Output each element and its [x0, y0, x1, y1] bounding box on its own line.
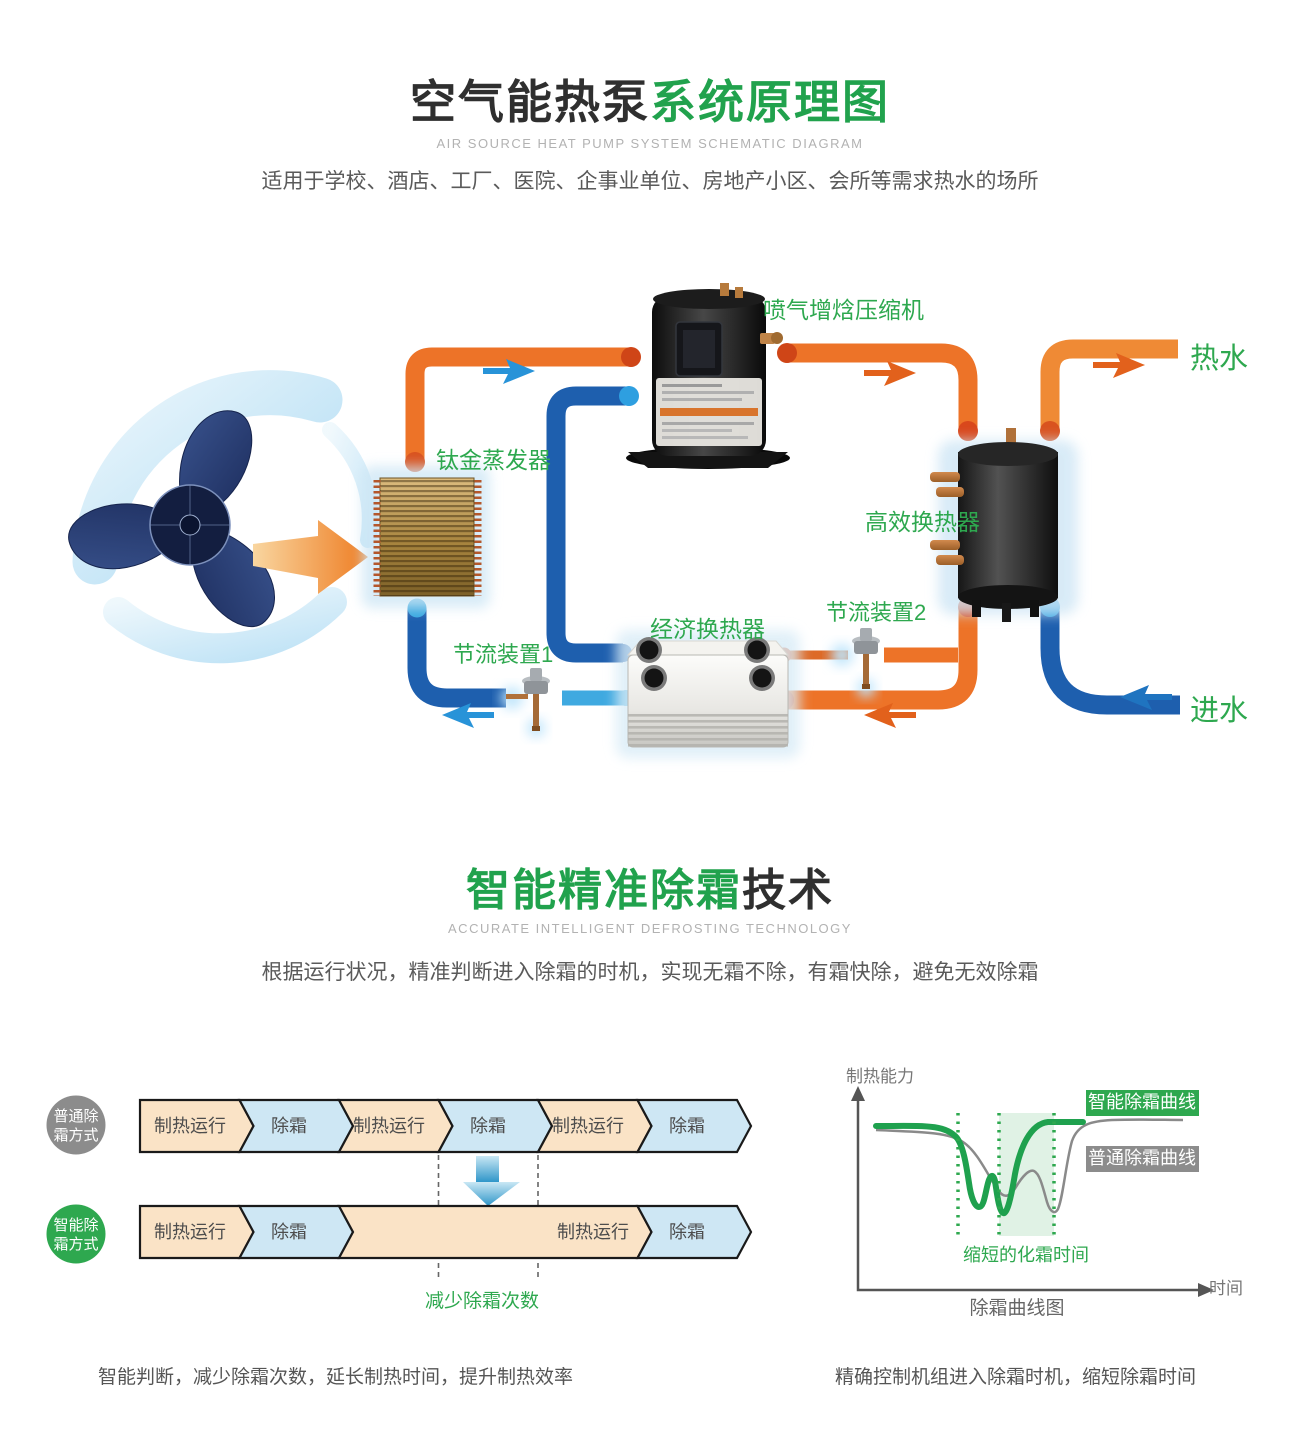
flow-arrow-right-icon — [864, 361, 916, 386]
timeline-segment-label: 除霜 — [470, 1116, 506, 1136]
timeline-segment-label: 制热运行 — [154, 1222, 226, 1242]
legend-normal-label: 普通除霜曲线 — [1088, 1148, 1196, 1168]
defrost-curve-chart: 智能除霜曲线 普通除霜曲线 制热能力 时间 缩短的化霜时间 除霜曲线图 — [846, 1067, 1243, 1319]
legend-smart-badge — [1086, 1090, 1199, 1116]
timeline-segment-label: 除霜 — [669, 1222, 705, 1242]
shortened-defrost-label: 缩短的化霜时间 — [963, 1245, 1089, 1265]
timeline-segment-label: 除霜 — [669, 1116, 705, 1136]
compressor — [626, 283, 790, 469]
pipe-waterinlet-to-tank — [1040, 607, 1180, 715]
economizer-ports — [636, 637, 775, 691]
flow-arrows — [442, 353, 1172, 728]
section1-subtitle: AIR SOURCE HEAT PUMP SYSTEM SCHEMATIC DI… — [436, 136, 864, 151]
down-arrow-icon — [463, 1156, 520, 1206]
smart-badge-line1: 智能除 — [53, 1216, 98, 1234]
economizer-exchanger — [616, 630, 800, 758]
smart-badge-line2: 霜方式 — [53, 1236, 98, 1253]
section2-title: 智能精准除霜技术 — [0, 854, 1300, 918]
economizer-label: 经济换热器 — [650, 616, 765, 642]
compressor-label: 喷气增焓压缩机 — [763, 297, 924, 323]
legend-normal-badge — [1086, 1146, 1199, 1172]
section2-description: 根据运行状况，精准判断进入除霜的时机，实现无霜不除，有霜快除，避免无效除霜 — [261, 961, 1039, 984]
timeline-segment-label: 制热运行 — [353, 1116, 425, 1136]
legend-smart-label: 智能除霜曲线 — [1088, 1092, 1196, 1112]
pipe-evaporator-to-compressor — [405, 347, 631, 462]
throttle1-label: 节流装置1 — [453, 642, 554, 667]
smart-defrost-badge — [46, 1204, 106, 1264]
fan-icon — [68, 370, 378, 664]
pipe-evaporator-to-throttle1 — [407, 608, 506, 708]
chart-axes — [856, 1098, 1202, 1292]
section1-title-black: 空气能热泵 — [410, 76, 650, 128]
pipe-economizer-to-compressor — [546, 386, 629, 663]
section2-title-black: 技术 — [742, 866, 834, 915]
normal-badge-line1: 普通除 — [53, 1108, 98, 1125]
defrost-timeline: 普通除 霜方式 制热运行 除霜 制热运行 除霜 制热运行 除霜 智能除 — [46, 1095, 753, 1312]
normal-defrost-curve — [875, 1118, 1184, 1214]
flow-arrow-left-icon — [864, 703, 916, 728]
water-inlet-label: 进水 — [1190, 695, 1249, 727]
pipe-tank-to-economizer — [784, 607, 978, 710]
x-axis-arrow-icon — [1198, 1283, 1214, 1297]
defrost-markers — [956, 1113, 1056, 1236]
airflow-arrow-icon — [253, 520, 368, 594]
section2-title-green: 智能精准除霜 — [466, 866, 742, 915]
y-axis-arrow-icon — [851, 1086, 865, 1101]
x-axis-label: 时间 — [1209, 1279, 1243, 1298]
evaporator-label: 钛金蒸发器 — [436, 447, 551, 473]
section1-title-green: 系统原理图 — [650, 76, 890, 128]
section2-subtitle: ACCURATE INTELLIGENT DEFROSTING TECHNOLO… — [448, 921, 852, 936]
pipe-tank-to-hotwater — [1040, 339, 1178, 429]
timeline-segment-label: 除霜 — [271, 1116, 307, 1136]
throttle2-label: 节流装置2 — [826, 600, 927, 625]
smart-defrost-curve — [873, 1119, 1086, 1216]
throttle-valve-1 — [501, 668, 550, 737]
section1-title: 空气能热泵系统原理图 — [0, 66, 1300, 132]
hot-water-label: 热水 — [1190, 343, 1249, 375]
timeline-segment-label: 制热运行 — [154, 1116, 226, 1136]
caption-left: 智能判断，减少除霜次数，延长制热时间，提升制热效率 — [98, 1367, 574, 1388]
normal-badge-line2: 霜方式 — [53, 1127, 98, 1144]
flow-arrow-right-icon — [1093, 353, 1145, 378]
timeline-segment-label: 除霜 — [271, 1222, 307, 1242]
chart-caption: 除霜曲线图 — [969, 1297, 1064, 1319]
pipe-compressor-to-tank — [787, 343, 978, 429]
normal-defrost-badge — [46, 1095, 106, 1155]
flow-arrow-right-icon — [483, 359, 535, 384]
section1-description: 适用于学校、酒店、工厂、医院、企事业单位、房地产小区、会所等需求热水的场所 — [261, 170, 1039, 193]
timeline-segment-label: 制热运行 — [552, 1116, 624, 1136]
throttle-valve-2 — [831, 628, 880, 697]
y-axis-label: 制热能力 — [846, 1067, 914, 1086]
timeline-segment-label: 制热运行 — [557, 1222, 629, 1242]
heat-exchanger-label: 高效换热器 — [865, 509, 980, 535]
flow-arrow-left-icon — [1120, 685, 1172, 710]
flow-arrow-left-icon — [442, 703, 494, 728]
heat-exchanger-tank — [930, 428, 1078, 622]
timeline-note: 减少除霜次数 — [425, 1290, 539, 1312]
evaporator — [362, 466, 490, 608]
caption-right: 精确控制机组进入除霜时机，缩短除霜时间 — [835, 1367, 1197, 1388]
